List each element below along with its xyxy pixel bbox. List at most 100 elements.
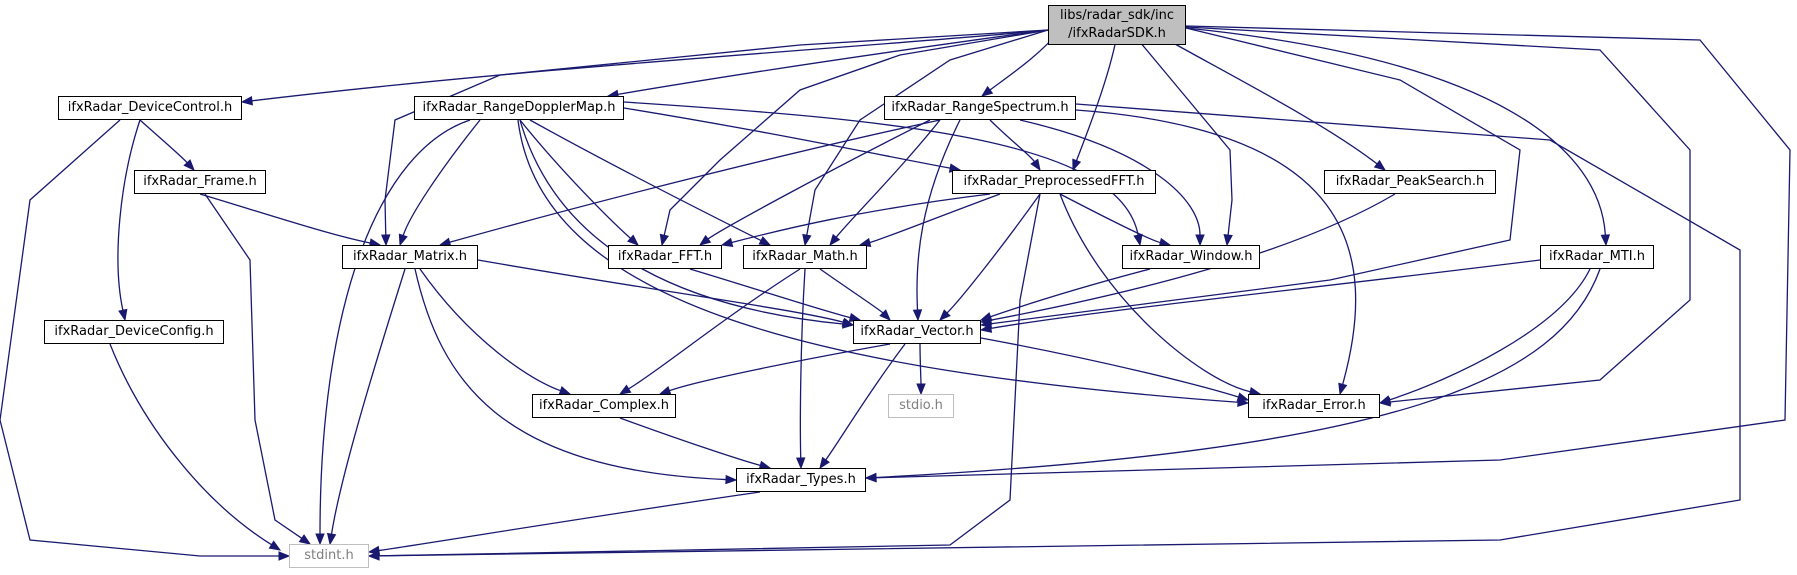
node-error[interactable]: ifxRadar_Error.h (1248, 394, 1380, 418)
node-device-control[interactable]: ifxRadar_DeviceControl.h (58, 96, 242, 120)
arrowhead-preprocessed-fft-fft (720, 237, 734, 247)
edge-matrix-complex (419, 268, 561, 392)
node-peak-search[interactable]: ifxRadar_PeakSearch.h (1324, 170, 1496, 194)
node-ifxradarsdk-root[interactable]: libs/radar_sdk/inc /ifxRadarSDK.h (1048, 5, 1186, 45)
edge-matrix-types (414, 268, 727, 481)
edge-root-vector (990, 27, 1521, 325)
arrowhead-vector-error (1236, 392, 1250, 402)
edge-preprocessed-fft-math (869, 193, 1001, 244)
arrowhead-types-stdint (367, 545, 381, 556)
edge-preprocessed-fft-vector (946, 193, 1041, 314)
node-range-doppler-map[interactable]: ifxRadar_RangeDopplerMap.h (414, 96, 624, 120)
node-window[interactable]: ifxRadar_Window.h (1122, 245, 1260, 269)
arrowhead-preprocessed-fft-vector (939, 309, 951, 321)
arrowhead-range-doppler-map-math (758, 236, 772, 246)
arrowhead-mti-error (1378, 395, 1392, 405)
edge-mti-types (875, 268, 1601, 479)
arrowhead-range-spectrum-fft (698, 234, 712, 246)
edge-fft-vector (689, 268, 851, 319)
edge-range-doppler-map-stdint (319, 119, 471, 535)
arrowhead-root-matrix (381, 234, 391, 247)
edge-device-control-frame (139, 119, 188, 164)
arrowhead-math-complex (618, 384, 632, 395)
edge-range-doppler-map-window (623, 101, 1139, 236)
arrowhead-range-doppler-map-window (1133, 233, 1143, 247)
root-file-line: /ifxRadarSDK.h (1068, 26, 1166, 41)
edge-range-doppler-map-preprocessed-fft (623, 107, 951, 169)
edge-range-spectrum-preprocessed-fft (989, 119, 1035, 163)
edge-window-vector (990, 268, 1151, 318)
edge-range-doppler-map-matrix (402, 119, 481, 236)
arrowhead-mti-vector (979, 323, 993, 333)
edge-range-doppler-map-fft (519, 119, 631, 239)
edge-range-spectrum-error (1075, 109, 1357, 385)
edge-types-stdint (378, 491, 761, 552)
edge-root-window (1129, 29, 1233, 236)
edge-root-mti (1185, 27, 1607, 236)
edge-preprocessed-fft-window (1059, 193, 1161, 244)
edge-range-spectrum-math (835, 119, 941, 238)
arrowhead-math-vector (879, 309, 891, 321)
edge-mti-error (1389, 268, 1591, 401)
edge-vector-types (825, 343, 906, 461)
edge-vector-error (980, 337, 1239, 398)
edge-math-complex (628, 268, 801, 390)
node-stdio[interactable]: stdio.h (888, 394, 954, 418)
arrowhead-root-range-spectrum (980, 85, 994, 97)
node-preprocessed-fft[interactable]: ifxRadar_PreprocessedFFT.h (952, 170, 1156, 194)
edge-range-doppler-map-error (517, 119, 1239, 403)
arrowhead-matrix-stdint (326, 532, 337, 546)
edge-root-peak-search (1149, 29, 1378, 165)
node-types[interactable]: ifxRadar_Types.h (736, 468, 866, 492)
node-range-spectrum[interactable]: ifxRadar_RangeSpectrum.h (884, 96, 1076, 120)
node-math[interactable]: ifxRadar_Math.h (743, 245, 867, 269)
edge-math-vector (819, 268, 884, 314)
edge-range-doppler-map-vector (519, 119, 844, 325)
edge-vector-stdio (919, 343, 922, 385)
arrowhead-root-math (802, 233, 812, 247)
arrowhead-device-control-frame (183, 159, 195, 171)
arrowhead-range-spectrum-vector (912, 309, 923, 322)
arrowhead-root-device-control (240, 96, 253, 106)
edge-range-spectrum-vector (916, 119, 961, 311)
arrowhead-range-spectrum-preprocessed-fft (1030, 158, 1041, 172)
edge-range-spectrum-fft (707, 119, 931, 240)
arrowhead-frame-stdint (298, 534, 312, 545)
arrowhead-device-config-stdint (268, 540, 282, 551)
arrowhead-range-spectrum-window (1195, 234, 1205, 247)
node-complex[interactable]: ifxRadar_Complex.h (532, 394, 676, 418)
edge-range-doppler-map-math (529, 119, 762, 242)
edge-device-config-stdint (109, 343, 272, 546)
arrowhead-root-preprocessed-fft (1072, 158, 1082, 172)
node-frame[interactable]: ifxRadar_Frame.h (134, 170, 266, 194)
arrowhead-root-fft (659, 233, 669, 247)
node-fft[interactable]: ifxRadar_FFT.h (608, 245, 722, 269)
edge-mti-vector (990, 259, 1541, 329)
edge-matrix-stdint (330, 268, 406, 535)
arrowhead-root-peak-search (1373, 159, 1387, 171)
root-path-line: libs/radar_sdk/inc (1060, 8, 1174, 23)
node-matrix[interactable]: ifxRadar_Matrix.h (342, 245, 478, 269)
arrowhead-range-doppler-map-fft (627, 234, 640, 246)
edge-root-range-doppler-map (617, 29, 1049, 95)
edge-range-spectrum-stdint (378, 103, 1741, 557)
arrowhead-matrix-vector (841, 317, 855, 327)
arrowhead-vector-stdio (916, 383, 926, 396)
edge-device-control-device-config (117, 119, 141, 311)
node-device-config[interactable]: ifxRadar_DeviceConfig.h (44, 320, 224, 344)
node-stdint[interactable]: stdint.h (289, 544, 369, 568)
arrowhead-root-mti (1600, 234, 1611, 247)
arrowhead-range-spectrum-error (1338, 382, 1348, 396)
edge-root-preprocessed-fft (1075, 29, 1119, 161)
edge-preprocessed-fft-error (1059, 193, 1251, 393)
edge-root-fft (663, 29, 1049, 236)
edge-range-spectrum-matrix (449, 119, 941, 243)
dependency-edges (0, 25, 1791, 561)
edge-root-types (875, 25, 1791, 479)
node-vector[interactable]: ifxRadar_Vector.h (853, 320, 981, 344)
edge-complex-types (619, 417, 761, 467)
edge-root-error (1185, 26, 1691, 403)
node-mti[interactable]: ifxRadar_MTI.h (1540, 245, 1654, 269)
edge-vector-complex (669, 343, 891, 392)
